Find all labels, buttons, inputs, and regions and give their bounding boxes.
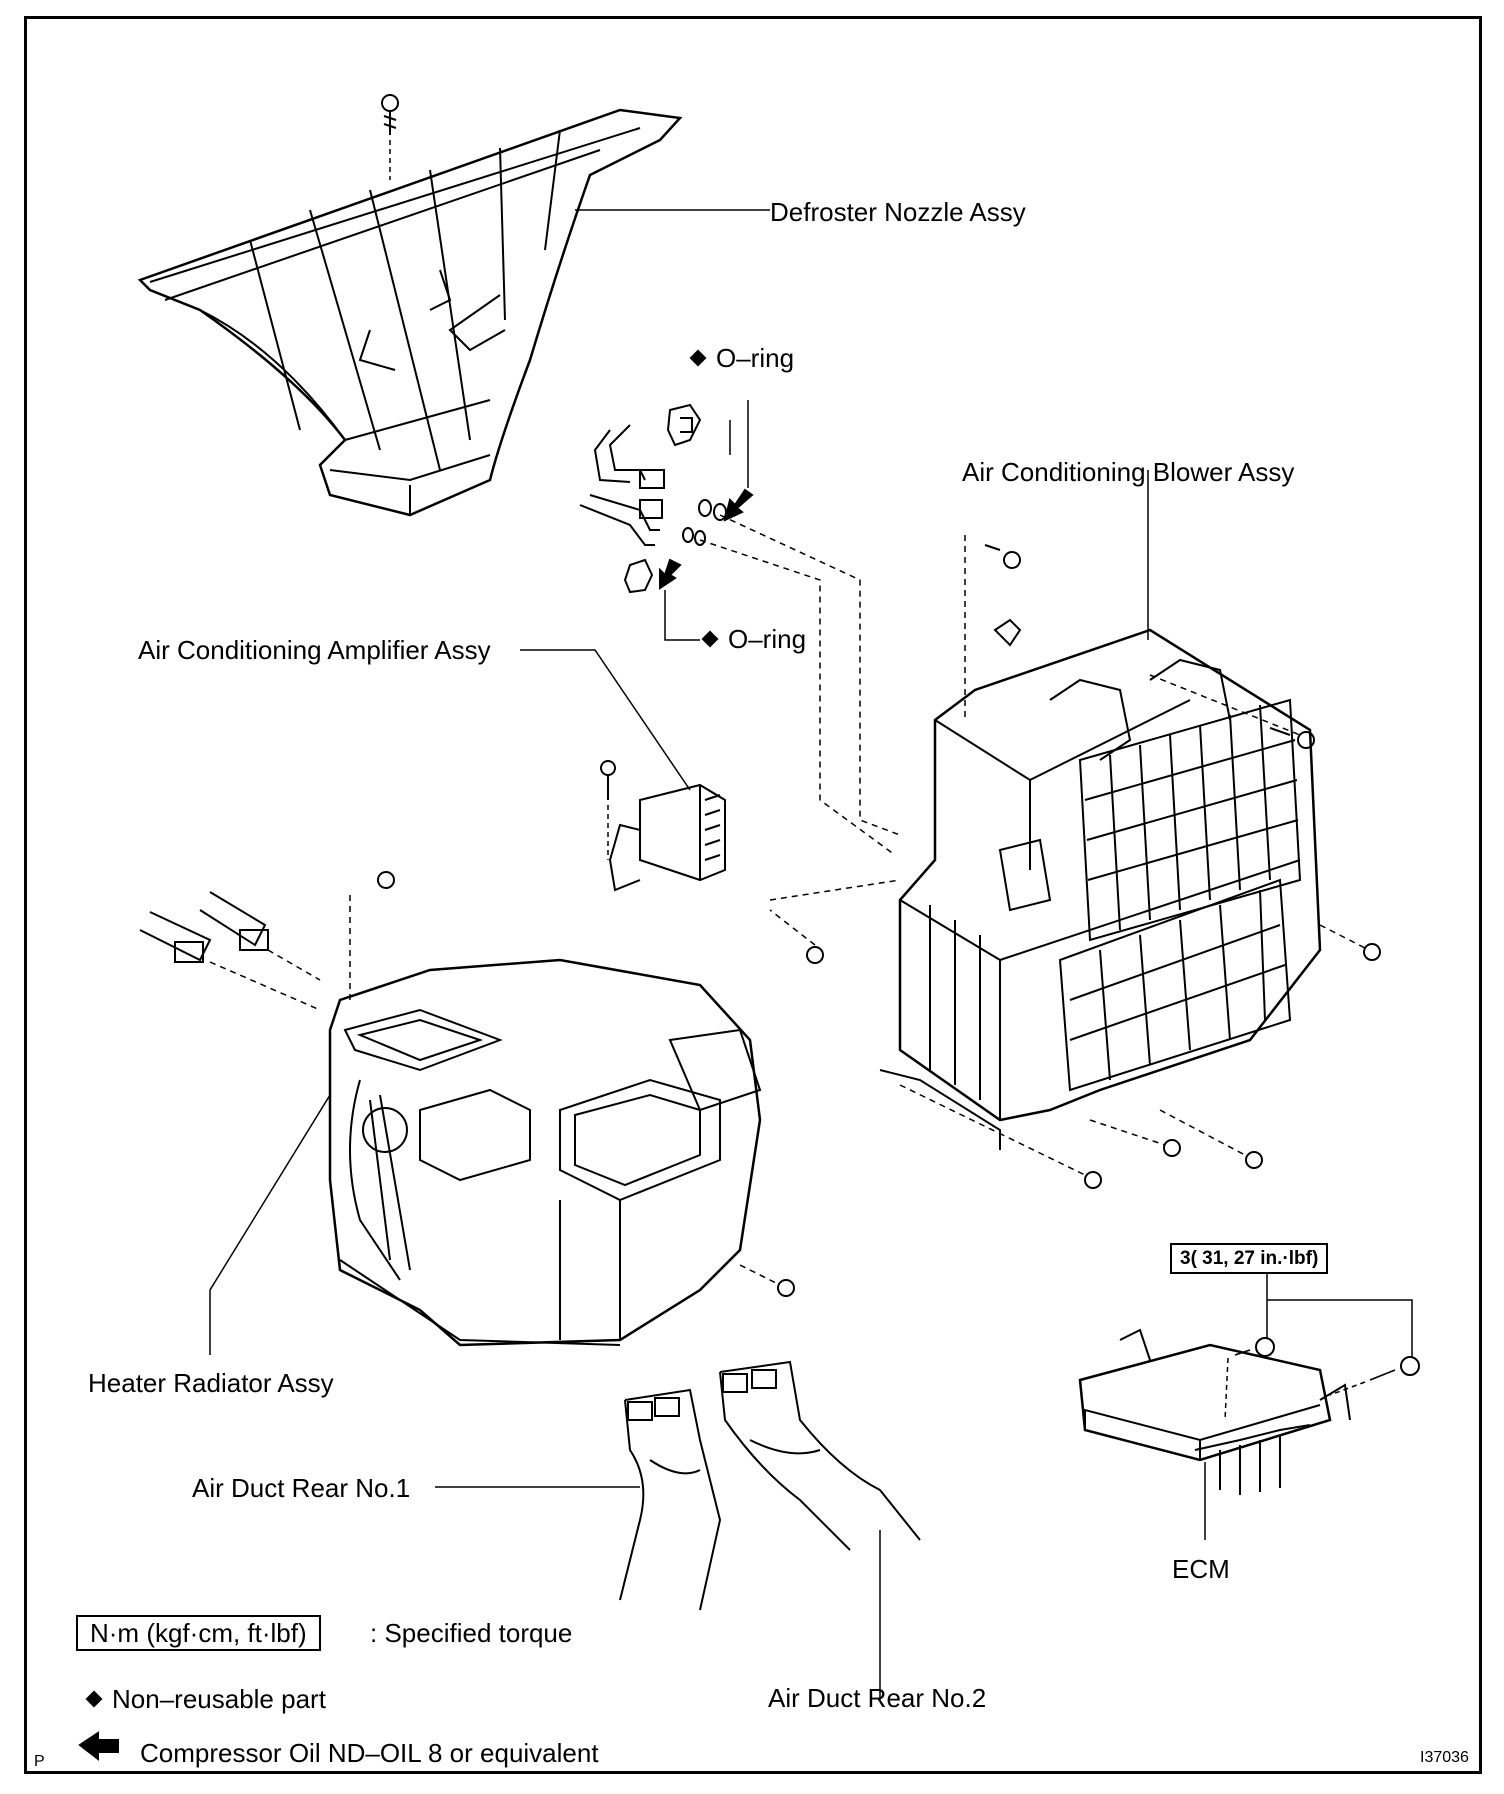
- torque-spec-box: 3( 31, 27 in.·lbf): [1170, 1243, 1329, 1274]
- legend-non-reusable-text: Non–reusable part: [112, 1684, 326, 1714]
- air-duct-rear-2-drawing: [719, 1360, 921, 1551]
- heater-radiator-drawing: [139, 871, 795, 1347]
- label-blower-assy: Air Conditioning Blower Assy: [962, 457, 1295, 487]
- leader-amplifier: [520, 649, 691, 791]
- defroster-nozzle-drawing: [137, 94, 683, 517]
- label-air-duct-rear-2: Air Duct Rear No.2: [768, 1683, 987, 1713]
- leader-oring-2: [664, 590, 700, 641]
- non-reusable-diamond-icon: [689, 349, 707, 367]
- oil-arrow-icon: [78, 1731, 119, 1762]
- label-defroster-nozzle: Defroster Nozzle Assy: [770, 197, 1026, 227]
- non-reusable-diamond-icon: [701, 630, 719, 648]
- figure-id: I37036: [1420, 1749, 1469, 1766]
- leader-heater: [209, 1094, 331, 1355]
- pipe-fittings-drawing: [579, 403, 901, 856]
- label-oring-2: O–ring: [701, 624, 807, 654]
- legend-torque-units: N·m (kgf·cm, ft·lbf): [76, 1615, 321, 1651]
- legend-non-reusable: Non–reusable part: [85, 1684, 326, 1714]
- amplifier-drawing: [600, 760, 726, 892]
- diagram-frame: [24, 16, 1482, 1774]
- label-heater-radiator: Heater Radiator Assy: [88, 1368, 334, 1398]
- label-oring-2-text: O–ring: [728, 624, 807, 654]
- label-oring-1-text: O–ring: [716, 343, 795, 373]
- label-air-duct-rear-1: Air Duct Rear No.1: [192, 1473, 411, 1503]
- legend-compressor-oil: Compressor Oil ND–OIL 8 or equivalent: [140, 1738, 599, 1768]
- air-duct-rear-1-drawing: [619, 1388, 722, 1611]
- label-amplifier-assy: Air Conditioning Amplifier Assy: [138, 635, 491, 665]
- leader-torque: [1266, 1270, 1413, 1357]
- footer-left-code: P: [34, 1753, 45, 1770]
- label-oring-1: O–ring: [689, 343, 795, 373]
- ecm-drawing: [1078, 1328, 1420, 1495]
- blower-assy-drawing: [769, 535, 1381, 1189]
- non-reusable-diamond-icon: [85, 1690, 103, 1708]
- leader-oring-1: [729, 400, 749, 488]
- legend-torque-text: : Specified torque: [370, 1618, 573, 1648]
- label-ecm: ECM: [1172, 1554, 1230, 1584]
